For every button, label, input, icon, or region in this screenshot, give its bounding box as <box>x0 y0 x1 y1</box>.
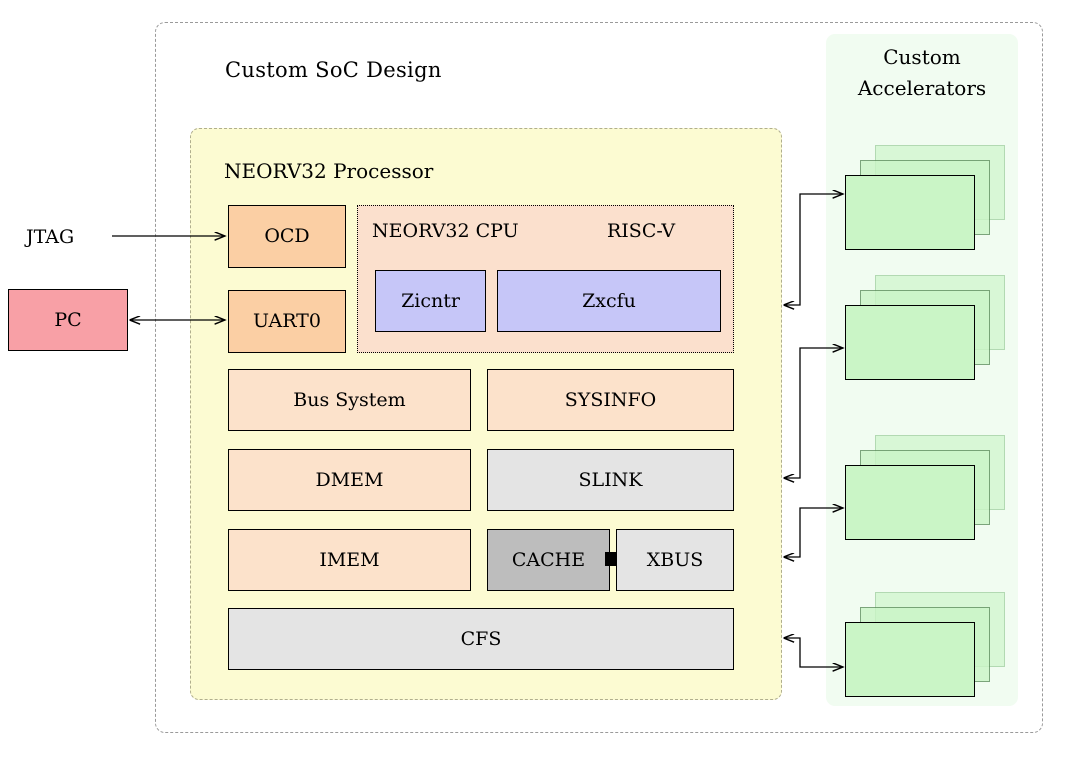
accelerators-title-line2: Accelerators <box>857 76 987 100</box>
soc-title: Custom SoC Design <box>225 58 442 82</box>
accelerator-layer-front[interactable] <box>845 305 975 380</box>
accelerator-stack-3[interactable] <box>845 435 1005 540</box>
module-uart0[interactable]: UART0 <box>228 290 346 353</box>
module-zxcfu[interactable]: Zxcfu <box>497 270 721 332</box>
module-zicntr[interactable]: Zicntr <box>375 270 486 332</box>
module-imem[interactable]: IMEM <box>228 529 471 591</box>
accelerator-layer-front[interactable] <box>845 175 975 250</box>
custom-accelerators-title: Custom Accelerators <box>826 42 1018 104</box>
module-cfs[interactable]: CFS <box>228 608 734 670</box>
accelerators-title-line1: Custom <box>883 45 961 69</box>
module-sysinfo[interactable]: SYSINFO <box>487 369 734 431</box>
module-cache[interactable]: CACHE <box>487 529 610 591</box>
accelerator-layer-front[interactable] <box>845 622 975 697</box>
accelerator-layer-front[interactable] <box>845 465 975 540</box>
module-ocd[interactable]: OCD <box>228 205 346 268</box>
module-bus-system[interactable]: Bus System <box>228 369 471 431</box>
accelerator-stack-2[interactable] <box>845 275 1005 380</box>
module-slink[interactable]: SLINK <box>487 449 734 511</box>
jtag-label: JTAG <box>26 226 75 248</box>
accelerator-stack-4[interactable] <box>845 592 1005 697</box>
cache-xbus-connector <box>605 552 619 566</box>
accelerator-stack-1[interactable] <box>845 145 1005 250</box>
soc-boundary <box>155 22 1043 733</box>
risc-v-label: RISC-V <box>607 220 676 242</box>
neorv32-processor-title: NEORV32 Processor <box>224 159 434 183</box>
module-dmem[interactable]: DMEM <box>228 449 471 511</box>
module-xbus[interactable]: XBUS <box>616 529 734 591</box>
pc-box[interactable]: PC <box>8 289 128 351</box>
neorv32-cpu-label: NEORV32 CPU <box>372 220 519 242</box>
